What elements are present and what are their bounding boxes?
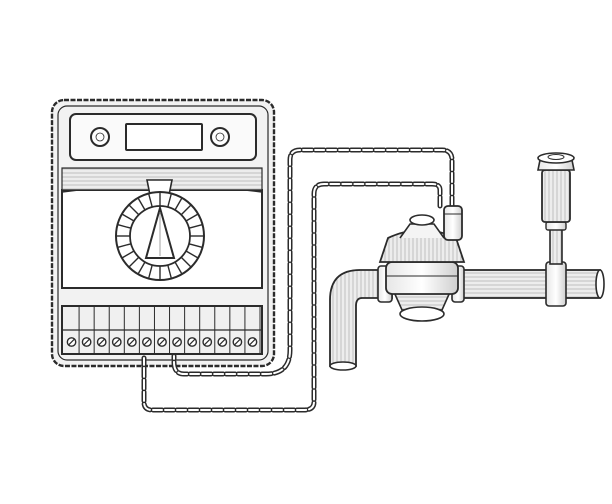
riser-pipe	[549, 225, 563, 265]
control-dial	[115, 191, 205, 281]
dial-segment	[185, 250, 199, 259]
terminal-screw	[157, 306, 171, 354]
dial-segment	[147, 193, 153, 208]
terminal-screw	[232, 306, 246, 354]
dial-segment	[188, 223, 203, 229]
dial-segment	[147, 264, 153, 279]
sprinkler-head	[537, 152, 575, 265]
terminal-screw	[142, 306, 155, 354]
dial-segment	[117, 223, 132, 229]
dial-segment	[174, 261, 183, 275]
dial-segment	[121, 250, 135, 259]
terminal-screw	[111, 306, 125, 354]
solenoid-valve	[378, 205, 466, 322]
display-panel	[69, 113, 257, 161]
terminal-screw	[126, 306, 140, 354]
right-screw-icon	[210, 127, 230, 147]
left-screw-icon	[90, 127, 110, 147]
terminal-strip	[61, 305, 263, 355]
dial-segment	[117, 243, 132, 249]
dial-segment	[167, 264, 173, 279]
dial-panel	[61, 167, 263, 289]
controller	[50, 98, 276, 368]
dial-segment	[137, 261, 146, 275]
dial-segment	[137, 197, 146, 211]
terminal-screw	[96, 306, 110, 354]
dial-segment	[167, 193, 173, 208]
dial-segment	[128, 204, 140, 216]
wire-pair	[141, 147, 455, 413]
pipe-system	[329, 261, 605, 371]
dial-segment	[188, 243, 203, 249]
dial-segment	[121, 213, 135, 222]
terminal-screw	[66, 306, 80, 354]
terminal-screw	[247, 306, 261, 354]
dial-segment	[174, 197, 183, 211]
main-pipe	[455, 269, 601, 299]
lcd-screen	[125, 123, 203, 151]
dial-segment	[180, 256, 192, 268]
terminal-screw	[217, 306, 231, 354]
terminal-screw	[202, 306, 216, 354]
dial-segment	[185, 213, 199, 222]
dial-segment	[180, 204, 192, 216]
terminal-screw	[187, 306, 201, 354]
terminal-screw	[172, 306, 186, 354]
solenoid	[443, 205, 463, 241]
terminal-screw	[81, 306, 95, 354]
valve-base	[399, 306, 445, 322]
dial-segment	[128, 256, 140, 268]
